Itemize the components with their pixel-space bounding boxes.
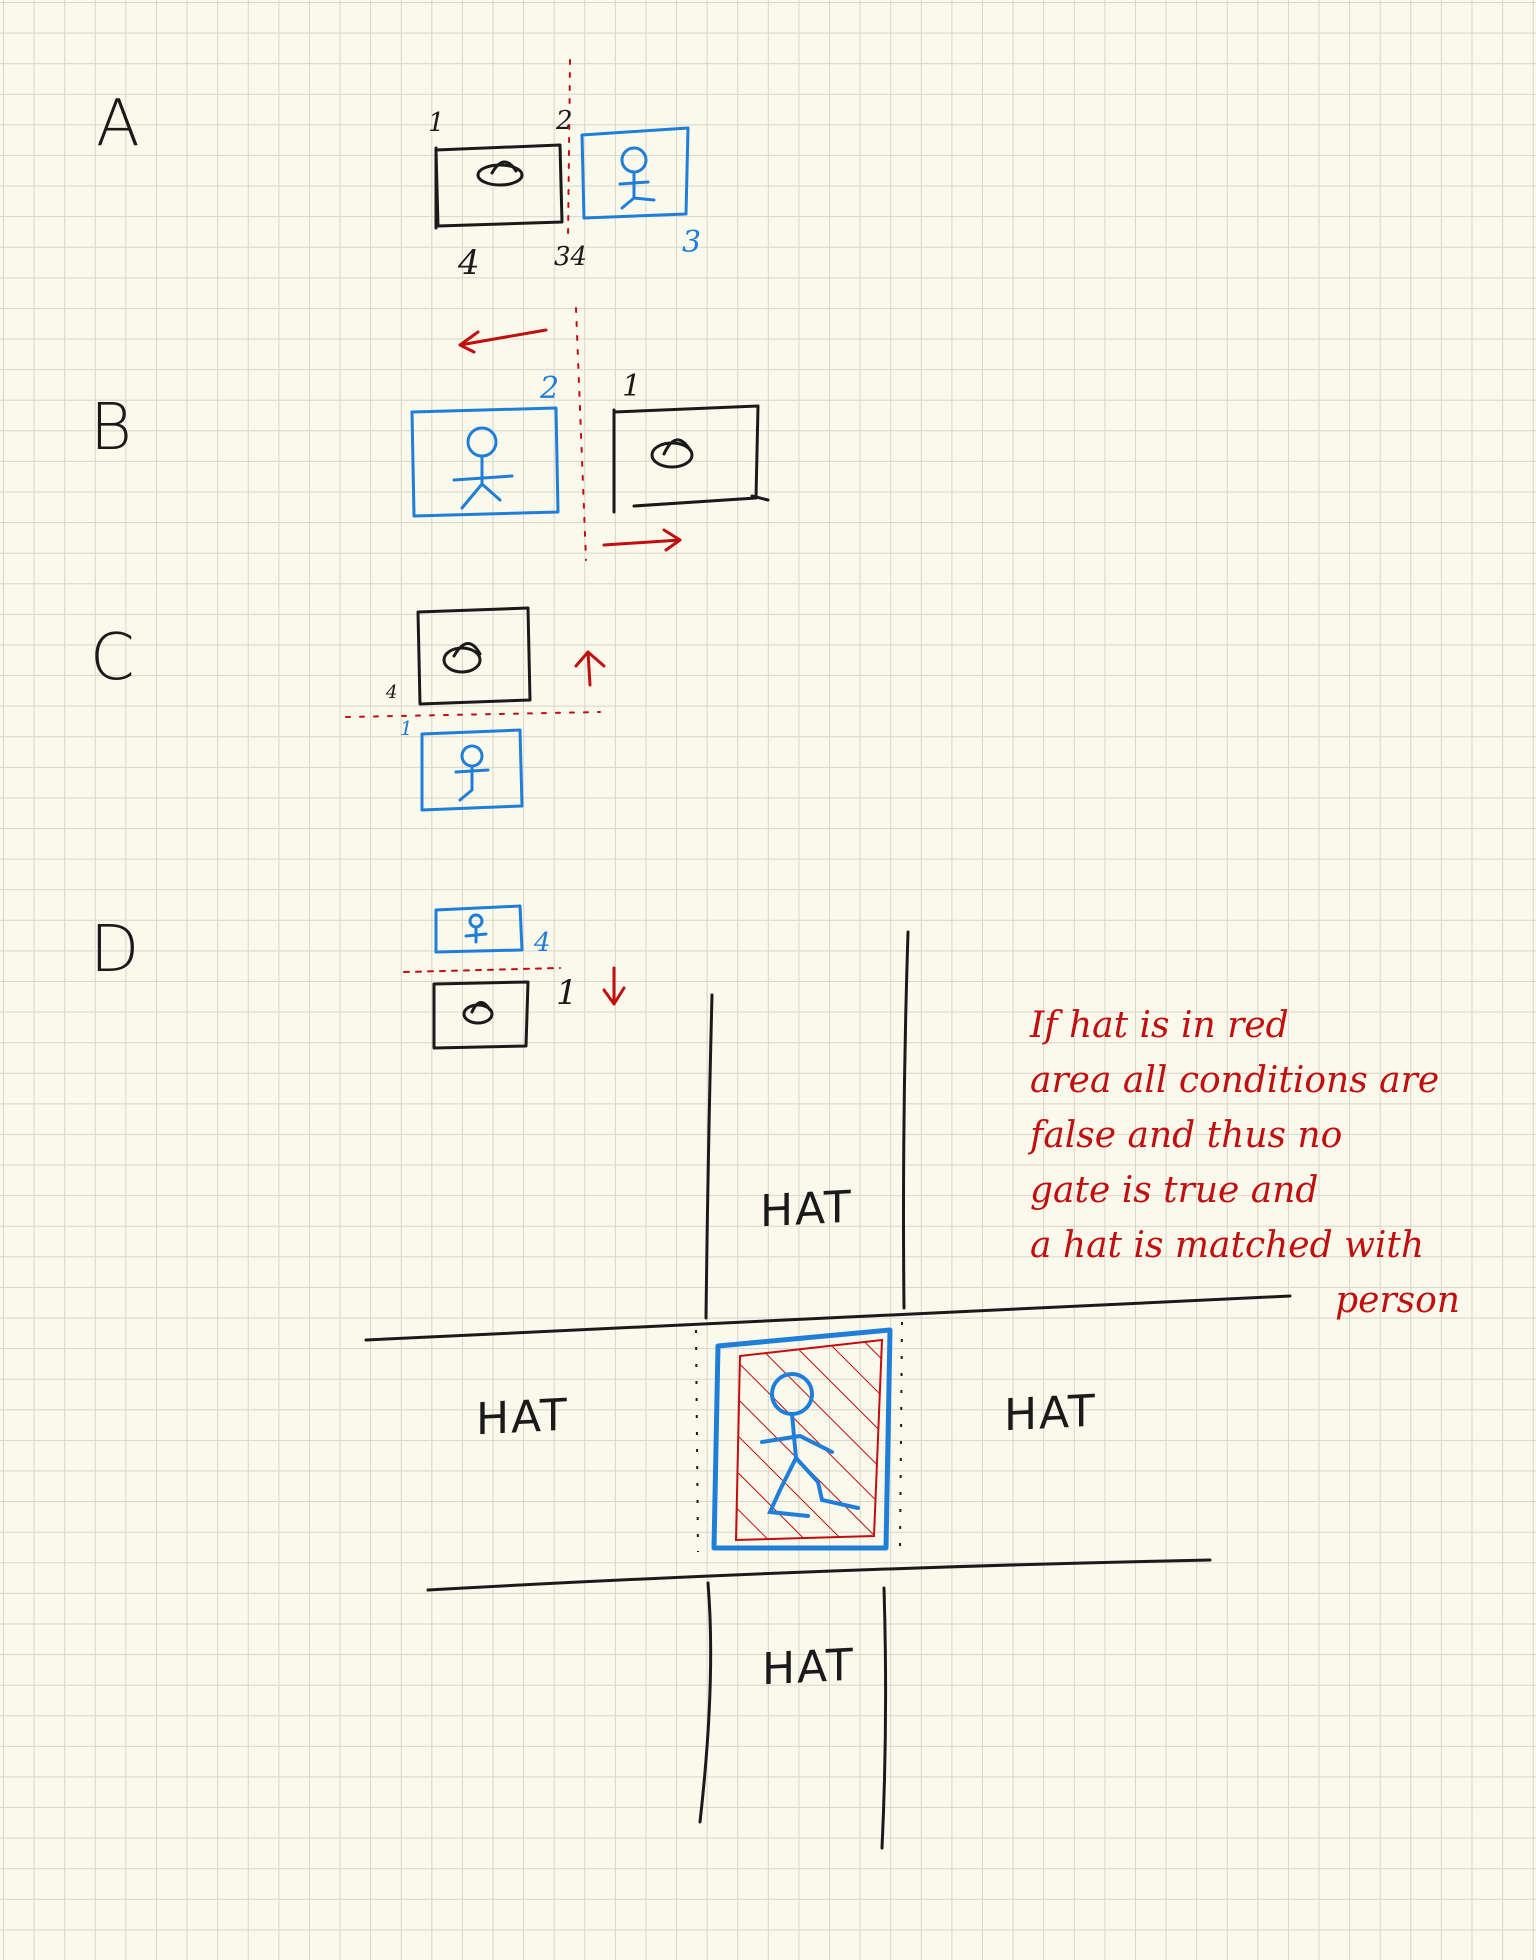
direction-arrow-left — [458, 328, 548, 354]
direction-arrow-up — [574, 650, 606, 687]
hat-label-right: HAT — [1004, 1385, 1097, 1442]
corner-label: 1 — [622, 369, 642, 404]
panel-d-label: D — [90, 913, 140, 987]
hat-icon — [442, 642, 482, 674]
note-line: If hat is in red — [1030, 1005, 1289, 1046]
direction-arrow-down — [602, 966, 626, 1006]
person-box — [410, 406, 560, 518]
corner-label: 1 — [556, 973, 578, 1013]
grid-line — [698, 1581, 713, 1824]
panel-b-diagram — [410, 307, 770, 561]
corner-label: 2 — [540, 371, 560, 406]
note-line: a hat is matched with — [1030, 1225, 1425, 1266]
boundary-line — [345, 711, 601, 718]
grid-line — [426, 1558, 1212, 1592]
person-icon — [464, 913, 488, 944]
grid-line — [704, 993, 714, 1320]
note-line: false and thus no — [1030, 1115, 1343, 1156]
hat-icon — [462, 1001, 494, 1025]
hat-label-left: HAT — [476, 1389, 569, 1446]
panel-c-diagram — [345, 606, 606, 812]
note-line: gate is true and — [1030, 1170, 1319, 1211]
hat-box — [612, 404, 760, 508]
person-box — [434, 904, 524, 954]
person-box — [711, 1327, 893, 1551]
hat-label-bottom: HAT — [762, 1639, 855, 1696]
corner-label: 4 — [386, 682, 398, 703]
panel-a-diagram — [434, 59, 690, 241]
panel-a-label: A — [96, 87, 140, 161]
grid-line — [880, 1586, 888, 1850]
panel-d-diagram — [403, 904, 626, 1050]
grid-line — [902, 930, 910, 1310]
hat-box — [416, 606, 532, 706]
hat-box — [432, 980, 530, 1050]
corner-label: 1 — [428, 108, 445, 138]
note-line: person — [1335, 1280, 1460, 1321]
annotation-note: If hat is in red area all conditions are… — [1030, 998, 1470, 1328]
boundary-line — [567, 59, 571, 241]
person-box — [420, 728, 524, 812]
corner-label: 4 — [534, 928, 551, 958]
grid-line — [364, 1294, 1292, 1342]
boundary-line — [403, 967, 561, 973]
boundary-line — [899, 1321, 903, 1553]
region-grid — [364, 930, 1292, 1850]
corner-label: 2 — [556, 106, 573, 136]
corner-label: 1 — [400, 716, 413, 740]
match-region — [695, 1321, 903, 1553]
corner-label: 3 — [682, 225, 702, 260]
hat-label-top: HAT — [760, 1181, 853, 1238]
person-box — [580, 126, 690, 220]
person-icon — [454, 744, 490, 802]
person-icon — [618, 146, 656, 210]
boundary-line — [695, 1329, 699, 1553]
panel-b-label: B — [90, 391, 132, 465]
boundary-line — [575, 307, 587, 561]
panel-c-label: C — [90, 621, 135, 695]
person-icon — [760, 1372, 860, 1518]
direction-arrow-right — [602, 528, 682, 552]
person-icon — [452, 426, 514, 510]
corner-label: 34 — [554, 242, 588, 272]
hat-icon — [650, 438, 694, 469]
hat-icon — [476, 160, 524, 187]
corner-label: 4 — [458, 243, 480, 283]
note-line: area all conditions are — [1030, 1060, 1440, 1101]
